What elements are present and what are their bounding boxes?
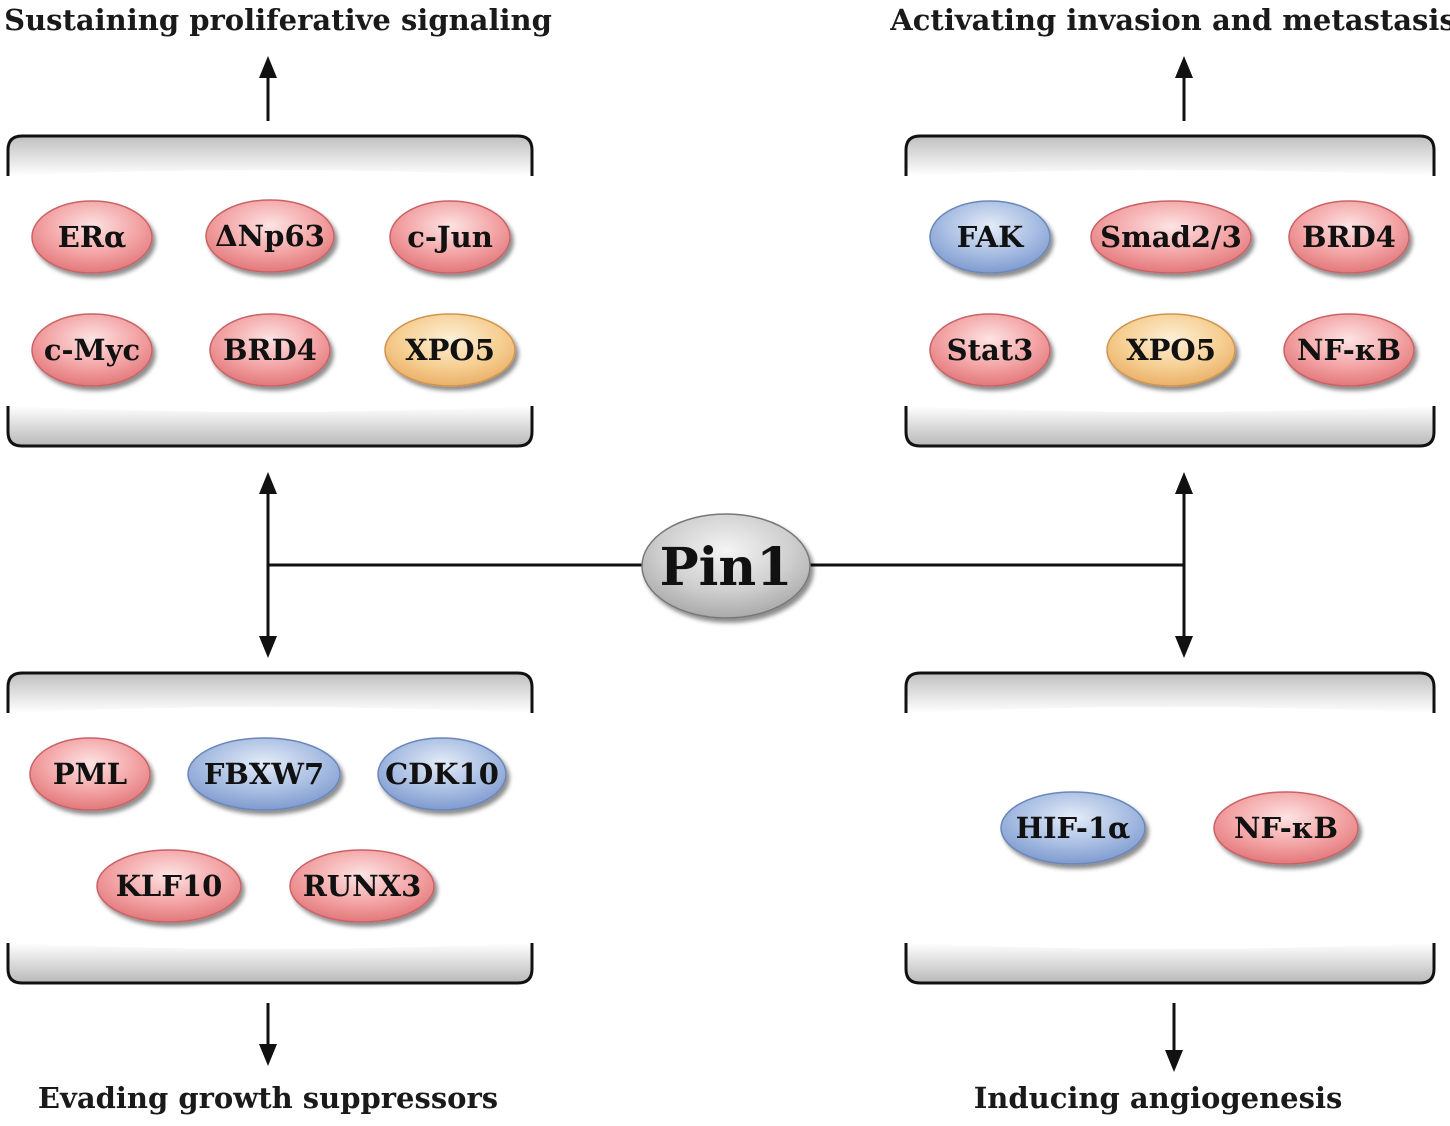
arrowheads — [259, 56, 1193, 1072]
hallmark-titles: Sustaining proliferative signaling Activ… — [4, 3, 1450, 1115]
protein-node: RUNX3 — [289, 849, 435, 923]
protein-ellipse — [377, 737, 507, 811]
title-sustaining-proliferative-signaling: Sustaining proliferative signaling — [4, 3, 552, 37]
protein-ellipse — [31, 200, 153, 274]
panel-bottom-bar — [8, 943, 532, 983]
protein-label: RUNX3 — [303, 869, 422, 903]
arrowhead-top-right — [1175, 56, 1193, 78]
panel-frames — [6, 134, 1436, 985]
pin1-label: Pin1 — [660, 537, 793, 598]
arrowhead-right-down — [1175, 636, 1193, 658]
protein-label: PML — [53, 757, 127, 791]
panel-top-outline — [904, 134, 1436, 176]
protein-ellipse — [1090, 200, 1252, 274]
panel-bottom-bar — [906, 406, 1434, 446]
protein-node: NF-κB — [1213, 791, 1359, 865]
panel-bottom-outline — [6, 943, 534, 985]
protein-label: ΔNp63 — [215, 219, 325, 253]
protein-label: c-Jun — [407, 220, 493, 254]
protein-node: HIF-1α — [1000, 791, 1146, 865]
protein-ellipse — [1288, 200, 1410, 274]
protein-ellipse — [1106, 313, 1236, 387]
arrowhead-top-left — [259, 56, 277, 78]
protein-label: FAK — [957, 220, 1025, 254]
protein-node: BRD4 — [1288, 200, 1410, 274]
pin1-node: Pin1 — [641, 513, 811, 619]
panel-frame-3 — [6, 671, 534, 985]
protein-label: KLF10 — [116, 869, 223, 903]
protein-label: Smad2/3 — [1100, 220, 1242, 254]
protein-ellipse — [1213, 791, 1359, 865]
panel-bottom-outline — [6, 406, 534, 448]
protein-node: ERα — [31, 200, 153, 274]
panel-bottom-outline — [904, 406, 1436, 448]
protein-label: ERα — [58, 220, 127, 254]
protein-node: PML — [29, 737, 151, 811]
protein-label: CDK10 — [385, 757, 499, 791]
protein-node: c-Jun — [389, 200, 511, 274]
title-inducing-angiogenesis: Inducing angiogenesis — [974, 1081, 1343, 1115]
protein-ellipse — [1283, 313, 1415, 387]
protein-ellipse — [289, 849, 435, 923]
protein-node: ΔNp63 — [205, 199, 335, 273]
panel-frame-1 — [6, 134, 534, 448]
panel-frame-2 — [904, 134, 1436, 448]
protein-label: XPO5 — [1126, 333, 1216, 367]
protein-node: c-Myc — [31, 313, 153, 387]
panel-bottom-bar — [906, 943, 1434, 983]
arrowhead-left-down — [259, 636, 277, 658]
protein-label: BRD4 — [223, 333, 317, 367]
protein-label: HIF-1α — [1016, 811, 1131, 845]
protein-ellipse — [929, 200, 1051, 274]
arrowhead-right-up — [1175, 472, 1193, 494]
title-evading-growth-suppressors: Evading growth suppressors — [38, 1081, 498, 1115]
protein-ellipse — [389, 200, 511, 274]
pin1-ellipse — [641, 513, 811, 619]
panel-top-outline — [6, 671, 534, 713]
protein-ellipse — [929, 313, 1051, 387]
panel-top-bar — [8, 136, 532, 176]
panel-top-bar — [8, 673, 532, 713]
protein-ellipse — [31, 313, 153, 387]
protein-node: Smad2/3 — [1090, 200, 1252, 274]
protein-ellipse — [1000, 791, 1146, 865]
protein-label: Stat3 — [947, 333, 1034, 367]
protein-node: CDK10 — [377, 737, 507, 811]
protein-node: XPO5 — [384, 313, 516, 387]
protein-label: NF-κB — [1297, 333, 1401, 367]
protein-label: BRD4 — [1302, 220, 1396, 254]
panel-top-outline — [6, 134, 534, 176]
protein-node: XPO5 — [1106, 313, 1236, 387]
panel-top-bar — [906, 673, 1434, 713]
protein-node: FAK — [929, 200, 1051, 274]
arrowhead-bottom-right — [1165, 1050, 1183, 1072]
arrowhead-left-up — [259, 472, 277, 494]
panel-bottom-outline — [904, 943, 1436, 985]
protein-node: Stat3 — [929, 313, 1051, 387]
protein-label: c-Myc — [44, 333, 140, 367]
protein-ellipse — [209, 313, 331, 387]
panel-top-outline — [904, 671, 1436, 713]
title-activating-invasion-metastasis: Activating invasion and metastasis — [889, 3, 1450, 37]
protein-label: NF-κB — [1234, 811, 1338, 845]
panel-top-bar — [906, 136, 1434, 176]
arrowhead-bottom-left — [259, 1044, 277, 1066]
protein-ellipse — [96, 849, 242, 923]
protein-node: BRD4 — [209, 313, 331, 387]
panel-bottom-bar — [8, 406, 532, 446]
protein-ellipse — [29, 737, 151, 811]
protein-ellipse — [205, 199, 335, 273]
protein-label: FBXW7 — [204, 757, 324, 791]
protein-node: FBXW7 — [187, 737, 341, 811]
protein-ellipse — [187, 737, 341, 811]
protein-node: KLF10 — [96, 849, 242, 923]
protein-label: XPO5 — [405, 333, 495, 367]
protein-node: NF-κB — [1283, 313, 1415, 387]
panel-frame-4 — [904, 671, 1436, 985]
protein-ellipse — [384, 313, 516, 387]
